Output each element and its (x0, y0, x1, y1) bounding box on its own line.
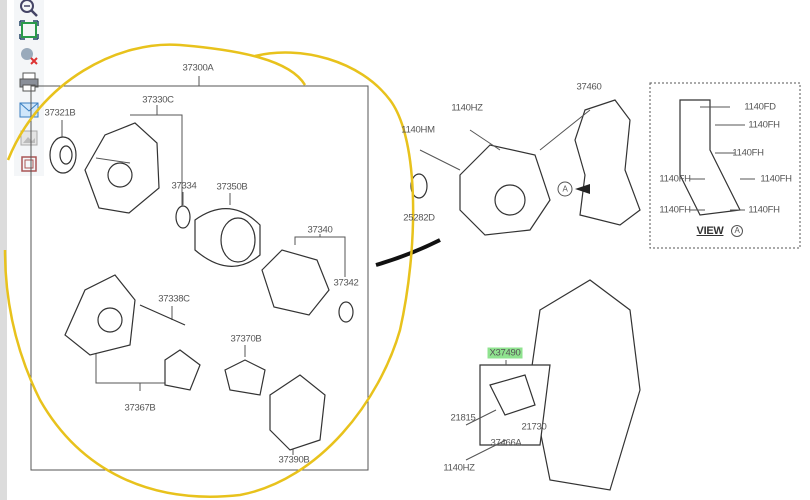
print-icon[interactable] (18, 72, 40, 92)
part-label[interactable]: 37338C (158, 293, 190, 305)
mount-bracket-drawing (574, 99, 641, 226)
window-edge (0, 0, 7, 500)
part-label[interactable]: 1140HZ (443, 462, 475, 474)
brush-holder-drawing (224, 359, 266, 396)
part-label[interactable]: 37340 (307, 224, 333, 236)
part-label[interactable]: 37342 (333, 277, 359, 289)
view-marker-a (557, 181, 573, 197)
bolt-label[interactable]: 1140FH (748, 119, 780, 131)
part-label[interactable]: 37321B (44, 107, 76, 119)
harness-drawing (164, 349, 201, 391)
assembly-label[interactable]: 37300A (182, 62, 214, 74)
bolt-label[interactable]: 1140FH (659, 204, 691, 216)
part-label[interactable]: 37390B (278, 454, 310, 466)
bolt-label[interactable]: 1140FH (748, 204, 780, 216)
bearing-rear-drawing (338, 301, 354, 323)
part-label[interactable]: 21730 (521, 421, 547, 433)
fit-to-window-icon[interactable] (18, 20, 40, 40)
part-label[interactable]: 37466A (490, 437, 522, 449)
part-label[interactable]: 1140HZ (451, 102, 483, 114)
idler-drawing (410, 173, 428, 199)
part-label[interactable]: 37460 (576, 81, 602, 93)
part-label[interactable]: 37367B (124, 402, 156, 414)
part-label[interactable]: 37330C (142, 94, 174, 106)
part-label[interactable]: 21815 (450, 412, 476, 424)
view-marker-letter: A (562, 184, 568, 194)
bolt-label[interactable]: 1140FH (732, 147, 764, 159)
zoom-out-icon[interactable] (18, 0, 40, 20)
drawn-arrow-line (375, 238, 441, 267)
part-label[interactable]: 37370B (230, 333, 262, 345)
view-a-bracket-drawing (679, 99, 741, 216)
highlighted-part-label[interactable]: X37490 (487, 347, 523, 359)
part-label[interactable]: 25282D (403, 212, 435, 224)
clear-selection-icon[interactable] (18, 46, 40, 66)
bolt-label[interactable]: 1140FH (760, 173, 792, 185)
viewer-toolbar (14, 0, 44, 176)
image-icon[interactable] (18, 128, 40, 148)
bearing-drawing (175, 205, 191, 229)
select-area-icon[interactable] (18, 154, 40, 174)
yellow-annotation-circle (3, 43, 415, 498)
view-a-title: VIEW (696, 225, 724, 237)
part-label[interactable]: 1140HM (401, 124, 435, 136)
view-a-frame (649, 82, 801, 249)
rectifier-drawing (269, 374, 326, 451)
rotor-drawing (261, 249, 330, 316)
part-label[interactable]: 37334 (171, 180, 197, 192)
view-a-marker: A (731, 225, 743, 237)
bolt-label[interactable]: 1140FD (744, 101, 776, 113)
bolt-label[interactable]: 1140FH (659, 173, 691, 185)
part-label[interactable]: 37350B (216, 181, 248, 193)
